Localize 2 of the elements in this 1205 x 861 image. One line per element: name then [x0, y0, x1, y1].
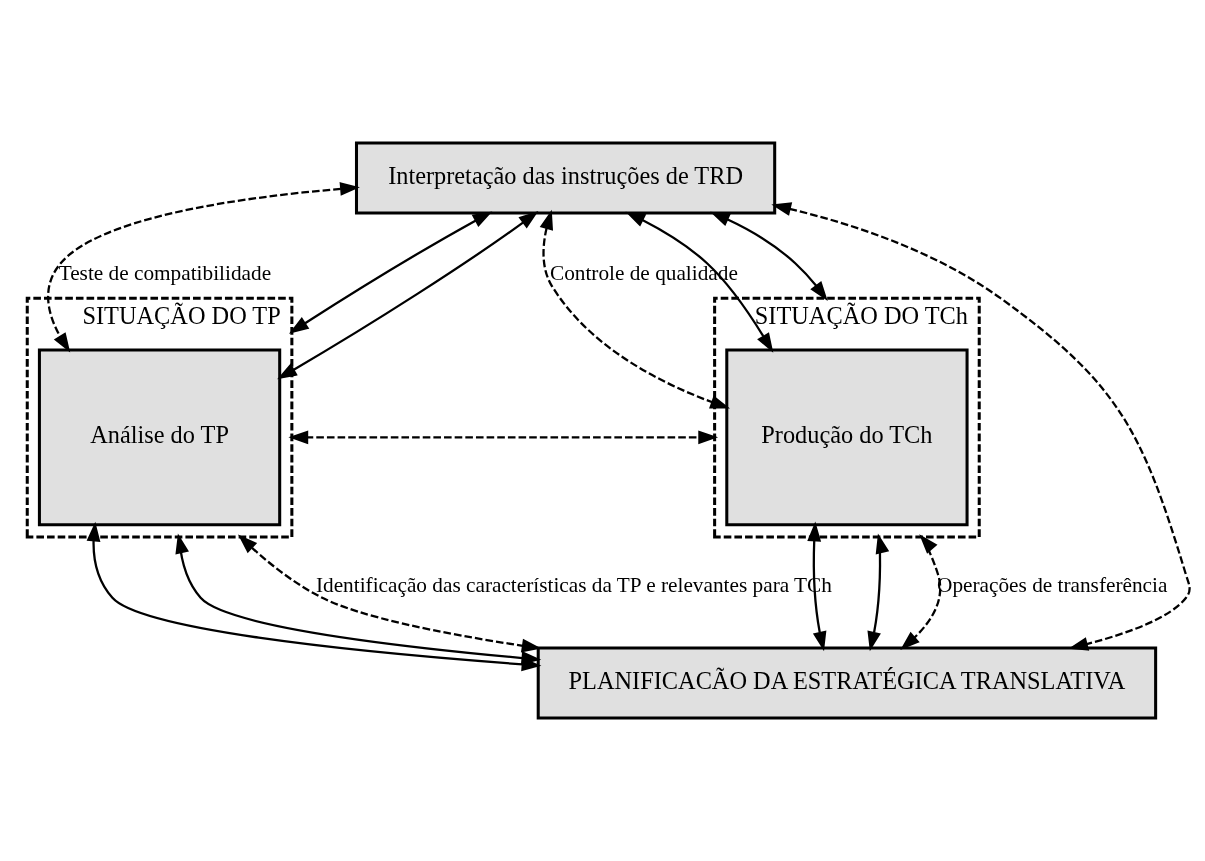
edge-label: Operações de transferência	[937, 573, 1168, 597]
edge-label: Teste de compatibilidade	[58, 261, 272, 286]
